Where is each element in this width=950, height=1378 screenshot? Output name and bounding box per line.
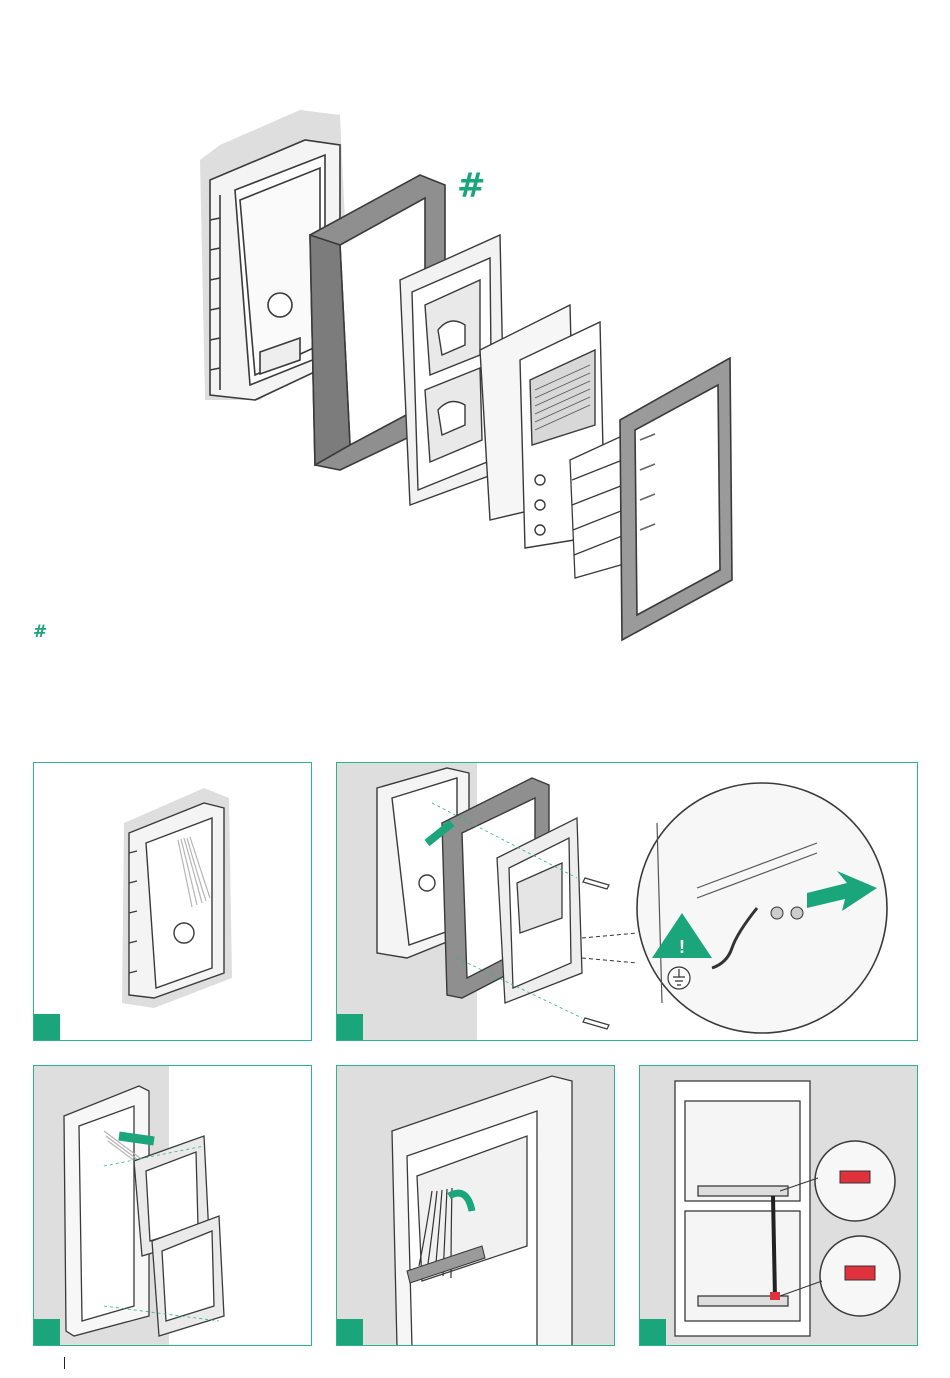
footnote-hash-marker: # — [33, 622, 47, 642]
rain-hood-frame-and-earth-wire-illustration: ! — [337, 763, 918, 1041]
page-footer-rule — [64, 1357, 65, 1369]
step-number-badge — [337, 1014, 363, 1040]
svg-text:!: ! — [679, 937, 685, 957]
step-4-panel — [336, 1065, 615, 1346]
front-frame — [620, 358, 732, 640]
step-3-panel — [33, 1065, 312, 1346]
step-5-panel — [639, 1065, 918, 1346]
bus-connector-detail-illustration — [640, 1066, 918, 1346]
earth-connection-zoom — [637, 783, 887, 1033]
cable-connection-illustration — [337, 1066, 615, 1346]
module-carrier-mounting-illustration — [34, 1066, 312, 1346]
step-number-badge — [337, 1319, 363, 1345]
step-2-panel: ! — [336, 762, 918, 1041]
main-hash-marker: # — [457, 166, 486, 206]
step-number-badge — [640, 1319, 666, 1345]
step-number-badge — [34, 1319, 60, 1345]
flush-box-with-cables-illustration — [34, 763, 312, 1041]
step-1-panel — [33, 762, 312, 1041]
step-number-badge — [34, 1014, 60, 1040]
